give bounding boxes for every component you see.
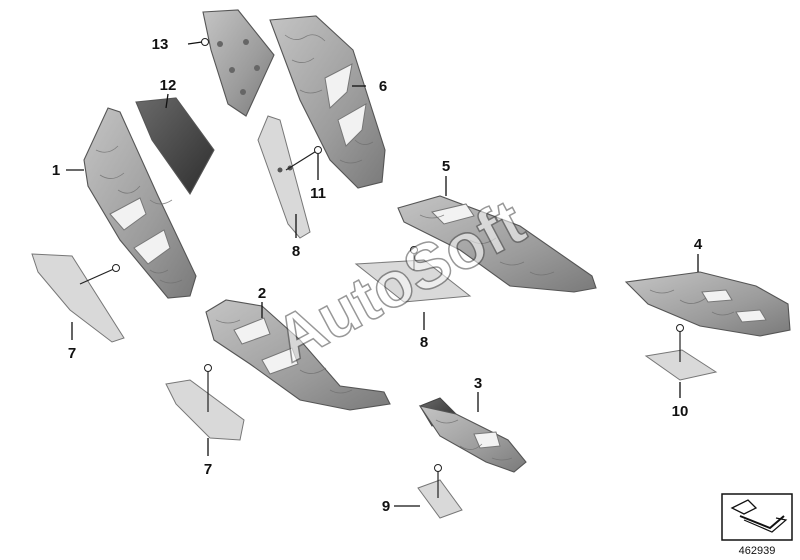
part-13-screw-icon: [201, 38, 209, 46]
callout-7-lower: 7: [204, 461, 212, 478]
callout-6: 6: [379, 78, 387, 95]
callout-13: 13: [152, 36, 169, 53]
callout-8-upper: 8: [292, 243, 300, 260]
callout-12: 12: [160, 77, 177, 94]
callout-1: 1: [52, 162, 60, 179]
part-1-panel[interactable]: [83, 107, 197, 299]
part-7-bracket-left[interactable]: [31, 253, 125, 343]
part-6-panel[interactable]: [269, 15, 386, 189]
callout-8-middle: 8: [420, 334, 428, 351]
callout-5: 5: [442, 158, 450, 175]
callout-4: 4: [694, 236, 703, 253]
callout-9: 9: [382, 498, 390, 515]
reference-number: 462939: [739, 545, 776, 557]
callout-10: 10: [672, 403, 689, 420]
part-9-screw-icon: [434, 464, 442, 472]
part-8-bracket-upper[interactable]: [257, 115, 311, 239]
callout-2: 2: [258, 285, 266, 302]
part-11-screw-icon: [314, 146, 322, 154]
part-9-pad[interactable]: [417, 464, 463, 519]
part-10-screw-icon: [676, 324, 684, 332]
leader-lines: [66, 41, 699, 507]
part-7b-screw-icon: [204, 364, 212, 372]
part-3-footboard[interactable]: [418, 397, 527, 473]
part-7-bracket-lower[interactable]: [165, 364, 245, 441]
part-11-screw[interactable]: [285, 146, 322, 171]
callout-3: 3: [474, 375, 482, 392]
part-4-footboard[interactable]: [624, 271, 791, 337]
part-12-rubber-mat[interactable]: [135, 97, 215, 196]
exploded-view-icon: [721, 493, 793, 541]
part-2-footboard[interactable]: [205, 299, 391, 411]
callout-7-left: 7: [68, 345, 76, 362]
part-8-pad-middle[interactable]: [354, 246, 472, 303]
callout-11: 11: [310, 185, 326, 202]
part-10-pad[interactable]: [644, 324, 718, 381]
callout-labels: 13 12 1 6 11 8 5 7 2 8 4 10 7 3 9: [52, 36, 703, 515]
part-13-plate[interactable]: [201, 9, 275, 117]
part-7-screw-icon: [112, 264, 120, 272]
part-5-footboard[interactable]: [397, 195, 597, 293]
